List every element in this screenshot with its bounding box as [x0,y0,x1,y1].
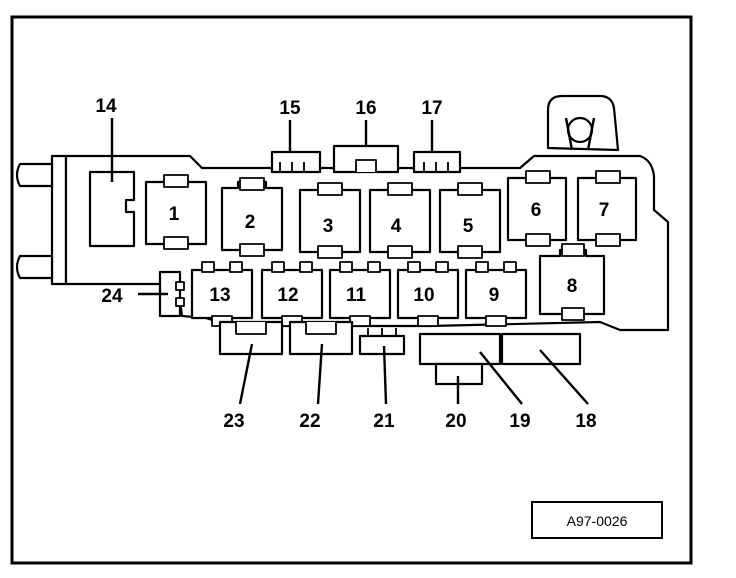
callout-label-24: 24 [101,286,123,307]
connector-22 [288,320,354,356]
connector-21 [358,328,406,356]
callout-label-23: 23 [223,411,244,432]
cable-gland [546,94,620,152]
relay-11 [328,261,392,327]
relay-label-8: 8 [567,276,578,297]
callout-label-19: 19 [509,411,530,432]
relay-label-9: 9 [489,285,500,306]
callout-label-20: 20 [445,411,466,432]
connector-23 [218,320,284,356]
relay-label-3: 3 [323,216,334,237]
relay-label-13: 13 [209,285,230,306]
relay-3 [298,182,362,259]
component-14-block [88,170,136,248]
component-24 [158,270,185,318]
callout-label-15: 15 [279,98,301,119]
relay-label-4: 4 [391,216,402,237]
connector-18 [500,332,582,366]
connector-15 [270,150,322,174]
callout-label-17: 17 [421,98,442,119]
relay-10 [396,261,460,327]
relay-label-6: 6 [531,200,542,221]
connector-20 [434,362,484,386]
relay-8 [538,243,606,321]
relay-label-10: 10 [413,285,434,306]
relay-2 [220,177,284,257]
relay-label-12: 12 [277,285,298,306]
callout-label-22: 22 [299,411,320,432]
relay-label-11: 11 [346,285,367,306]
relay-1 [144,174,208,250]
callout-label-21: 21 [373,411,395,432]
relay-label-5: 5 [463,216,474,237]
connector-16 [332,144,400,174]
relay-label-7: 7 [599,200,610,221]
connector-19 [418,332,502,366]
callout-label-16: 16 [355,98,376,119]
callout-label-14: 14 [95,96,117,117]
leader-lines [110,118,589,405]
relay-5 [438,182,502,259]
relay-6 [506,170,568,247]
reference-code: A97-0026 [567,513,628,529]
callout-label-18: 18 [575,411,596,432]
relay-label-1: 1 [169,204,180,225]
reference-code-box: A97-0026 [531,501,663,539]
mounting-bracket [15,154,68,286]
relay-label-2: 2 [245,212,256,233]
diagram-frame [10,15,693,565]
relay-9 [464,261,528,327]
relay-4 [368,182,432,259]
connector-17 [412,150,462,174]
relay-7 [576,170,638,247]
